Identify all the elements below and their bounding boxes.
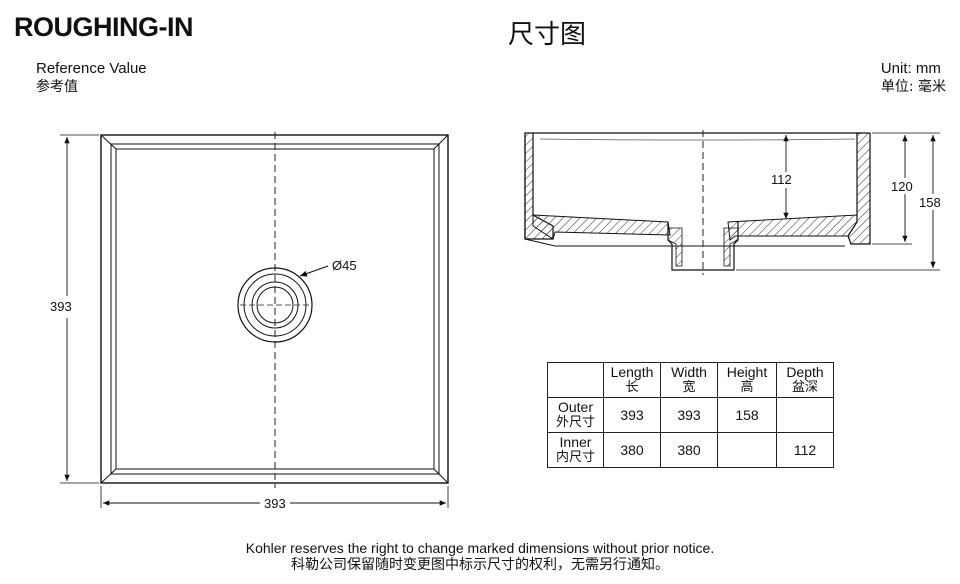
- page-title-cn: 尺寸图: [508, 20, 587, 50]
- table-header-cell: [547, 362, 604, 398]
- table-cell: 112: [776, 432, 834, 468]
- table-cell: 158: [717, 397, 777, 433]
- plan-view: Ø45 393 393: [50, 132, 449, 511]
- section-outer-height: 158: [919, 195, 941, 210]
- drain-diameter-label: Ø45: [332, 258, 357, 273]
- page-title: ROUGHING-IN: [14, 12, 194, 42]
- disclaimer-notice: Kohler reserves the right to change mark…: [0, 540, 960, 574]
- table-cell: 393: [660, 397, 718, 433]
- table-cell: [717, 432, 777, 468]
- disclaimer-cn: 科勒公司保留随时变更图中标示尺寸的权利，无需另行通知。: [291, 557, 669, 573]
- reference-label: Reference Value: [36, 60, 147, 77]
- section-mid-height: 120: [891, 179, 913, 194]
- reference-note: Reference Value 参考值: [36, 60, 147, 96]
- unit-label-cn: 单位: 毫米: [880, 79, 946, 95]
- disclaimer-en: Kohler reserves the right to change mark…: [245, 540, 715, 556]
- table-cell: 380: [660, 432, 718, 468]
- plan-width-dimension: 393: [264, 496, 286, 511]
- plan-height-dimension: 393: [50, 299, 72, 314]
- section-inner-depth: 112: [771, 172, 792, 187]
- reference-label-cn: 参考值: [36, 79, 78, 95]
- unit-label: Unit: mm: [880, 60, 941, 77]
- drain-outlet: [237, 267, 313, 343]
- table-cell: 393: [603, 397, 661, 433]
- table-cell: [776, 397, 834, 433]
- unit-note: Unit: mm 单位: 毫米: [881, 60, 946, 96]
- section-view: 112 120 158: [524, 130, 941, 275]
- table-cell: 380: [603, 432, 661, 468]
